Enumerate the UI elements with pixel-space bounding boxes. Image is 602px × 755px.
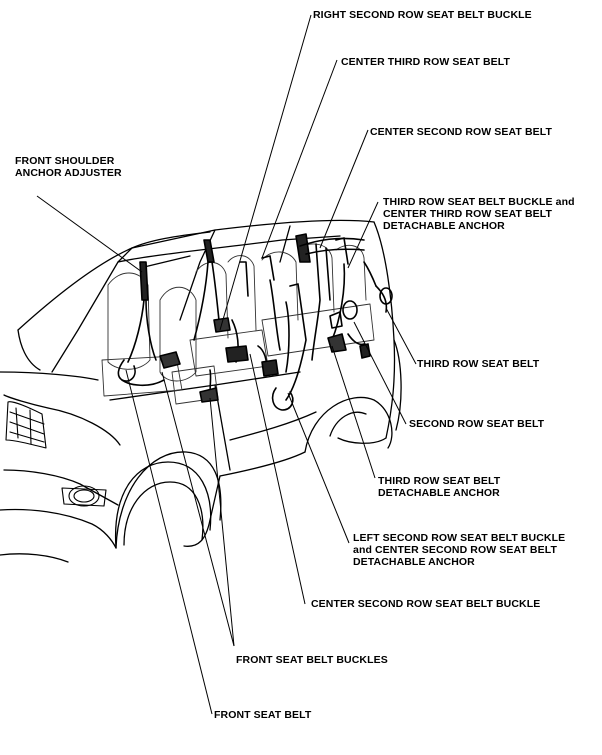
label-center-second-row-belt: CENTER SECOND ROW SEAT BELT [370,126,552,138]
leader-right-second-row-buckle [219,14,312,331]
label-second-row-belt: SECOND ROW SEAT BELT [409,418,545,430]
leader-third-row-belt [385,307,417,365]
leader-front-shoulder-adjuster [36,195,143,273]
label-third-row-buckle-anchor: THIRD ROW SEAT BELT BUCKLE and CENTER TH… [383,196,575,232]
label-third-row-detachable-anchor: THIRD ROW SEAT BELT DETACHABLE ANCHOR [378,475,501,499]
leader-center-second-row-belt [319,129,369,249]
label-front-buckles: FRONT SEAT BELT BUCKLES [236,654,388,666]
leader-third-row-buckle-anchor [347,201,379,269]
label-center-second-row-buckle: CENTER SECOND ROW SEAT BELT BUCKLE [311,598,541,610]
leader-third-row-detachable-anchor [331,345,376,479]
leader-front-buckle-right [209,397,235,647]
leader-front-seat-belt [125,369,213,715]
leader-front-buckle-left [161,371,235,647]
label-front-shoulder-adjuster: FRONT SHOULDER ANCHOR ADJUSTER [15,155,122,179]
leader-center-second-row-buckle [249,353,306,605]
vehicle-body [0,219,402,563]
fog-light [61,485,107,507]
leader-left-second-row-buckle-anchor [287,392,350,544]
leader-second-row-belt [353,321,407,425]
label-center-third-row-belt: CENTER THIRD ROW SEAT BELT [341,56,511,68]
label-right-second-row-buckle: RIGHT SECOND ROW SEAT BELT BUCKLE [313,9,532,21]
label-third-row-belt: THIRD ROW SEAT BELT [417,358,540,370]
belt-assemblies [117,233,393,411]
leader-center-third-row-belt [261,59,338,259]
label-left-second-row-buckle-anchor: LEFT SECOND ROW SEAT BELT BUCKLE and CEN… [353,532,566,568]
label-front-seat-belt: FRONT SEAT BELT [214,709,312,721]
front-grille [5,401,47,449]
leader-lines [36,14,417,715]
